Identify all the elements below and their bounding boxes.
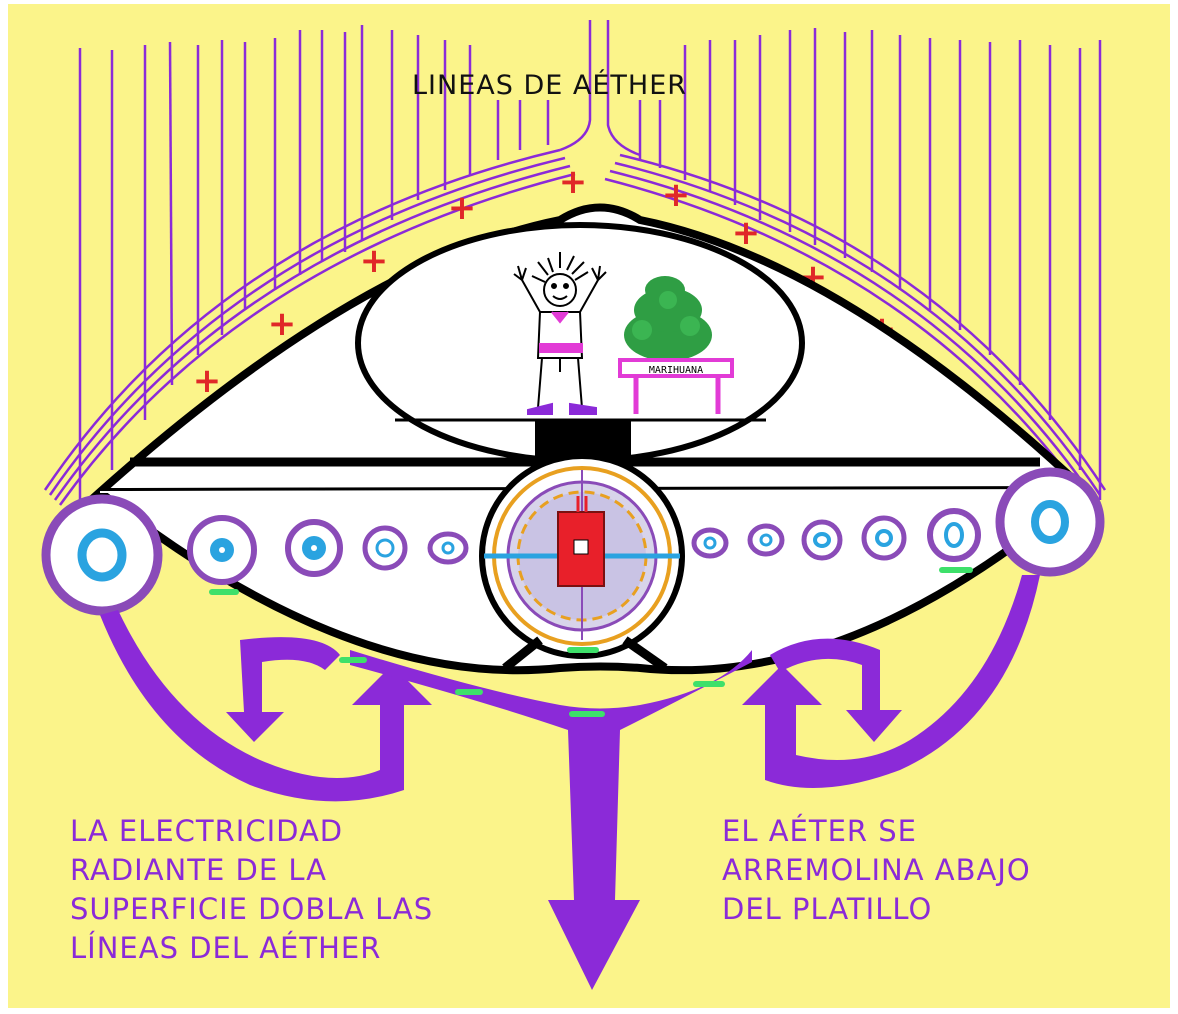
table-sign: MARIHUANA (649, 365, 703, 376)
left-caption: LA ELECTRICIDAD RADIANTE DE LA SUPERFICI… (70, 812, 433, 968)
diagram-title: LINEAS DE AÉTHER (412, 70, 688, 101)
left-caption-line: RADIANTE DE LA (70, 853, 328, 887)
small-rings (187, 508, 981, 585)
right-caption-line: ARREMOLINA ABAJO (722, 853, 1031, 887)
positive-charge: + (559, 162, 588, 202)
right-caption-line: EL AÉTER SE (722, 814, 917, 848)
bent-aether-lines (43, 148, 1107, 506)
ring (801, 519, 843, 561)
aether-lines-right (638, 28, 1102, 500)
ring (927, 508, 981, 562)
aether-lines-center (559, 20, 641, 157)
stick-figure-icon (513, 252, 607, 415)
ring (861, 515, 907, 561)
right-caption: EL AÉTER SE ARREMOLINA ABAJO DEL PLATILL… (722, 812, 1031, 929)
positive-charge: + (662, 175, 691, 215)
ring (427, 531, 469, 565)
left-caption-line: LÍNEAS DEL AÉTHER (70, 931, 382, 965)
left-caption-line: LA ELECTRICIDAD (70, 814, 344, 848)
reactor-icon (479, 453, 685, 659)
ring (691, 527, 729, 559)
ring (187, 515, 257, 585)
positive-charge: + (448, 188, 477, 228)
ring (285, 519, 343, 577)
positive-charge: + (360, 241, 389, 281)
right-caption-line: DEL PLATILLO (722, 892, 933, 926)
large-ring-left (41, 494, 163, 616)
left-caption-line: SUPERFICIE DOBLA LAS (70, 892, 434, 926)
large-ring-right (995, 467, 1105, 577)
aether-lines-left (78, 25, 550, 515)
arrow-icon (100, 575, 1040, 990)
ring (747, 523, 785, 557)
negative-charges (209, 567, 973, 717)
table-icon: MARIHUANA (618, 358, 734, 414)
plant-icon (624, 276, 712, 361)
ring (362, 525, 408, 571)
reactor-supports (502, 636, 668, 672)
